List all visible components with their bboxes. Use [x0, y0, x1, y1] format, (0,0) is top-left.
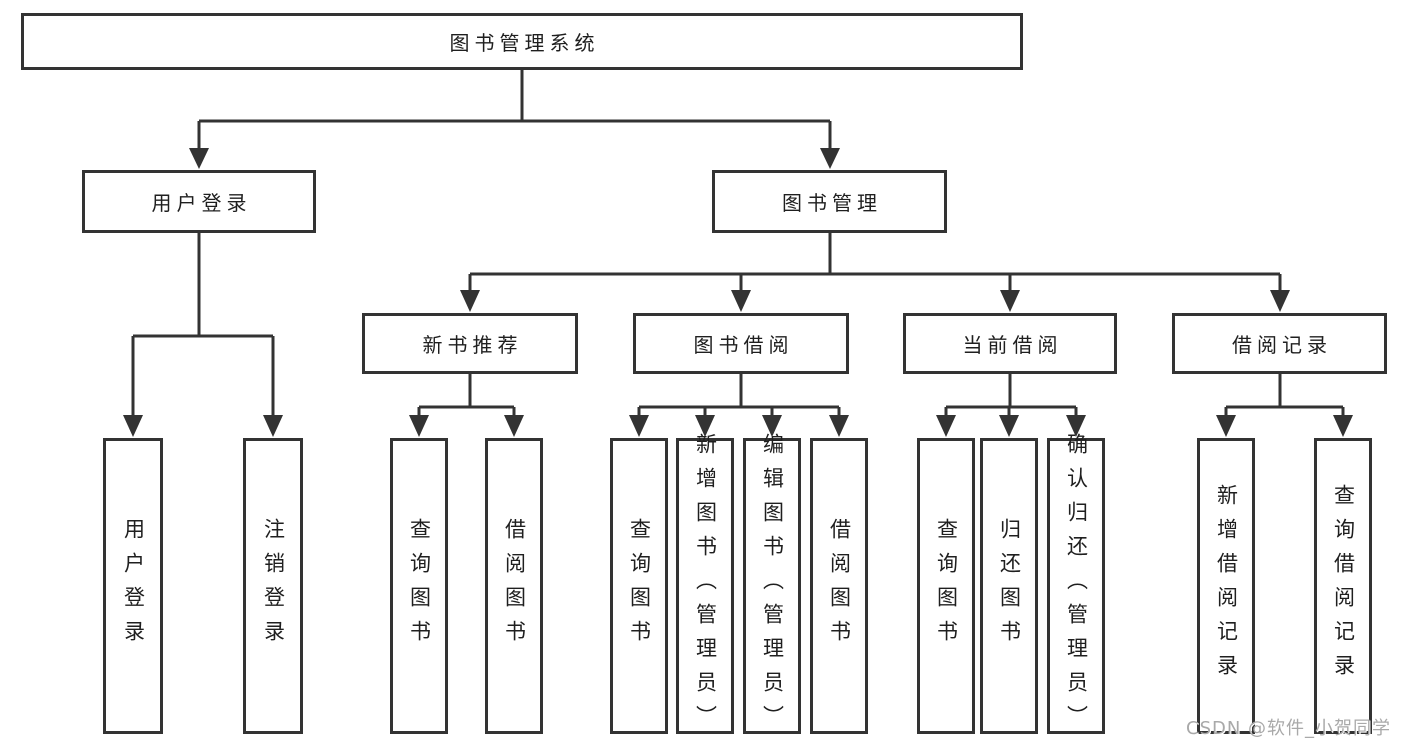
- node-user-login: 用户登录: [82, 170, 316, 233]
- leaf-return-books-label: 归还图书: [997, 518, 1022, 654]
- leaf-query-borrow-record-label: 查询借阅记录: [1331, 484, 1356, 688]
- node-book-borrow: 图书借阅: [633, 313, 849, 374]
- leaf-edit-books-admin-label: 编辑图书（管理员）: [760, 433, 785, 739]
- leaf-current-query-books-label: 查询图书: [934, 518, 959, 654]
- leaf-borrow-query-books: 查询图书: [610, 438, 668, 734]
- node-new-book-recommend-label: 新书推荐: [422, 333, 523, 357]
- leaf-borrow-books: 借阅图书: [810, 438, 868, 734]
- leaf-logout-label: 注销登录: [261, 518, 286, 654]
- node-current-borrow-label: 当前借阅: [962, 333, 1063, 357]
- node-book-management: 图书管理: [712, 170, 947, 233]
- node-book-borrow-label: 图书借阅: [693, 333, 794, 357]
- node-new-book-recommend: 新书推荐: [362, 313, 578, 374]
- leaf-query-borrow-record: 查询借阅记录: [1314, 438, 1372, 734]
- node-current-borrow: 当前借阅: [903, 313, 1117, 374]
- leaf-return-books: 归还图书: [980, 438, 1038, 734]
- leaf-current-query-books: 查询图书: [917, 438, 975, 734]
- leaf-add-books-admin-label: 新增图书（管理员）: [693, 433, 718, 739]
- leaf-user-login: 用户登录: [103, 438, 163, 734]
- leaf-edit-books-admin: 编辑图书（管理员）: [743, 433, 801, 739]
- node-book-management-label: 图书管理: [782, 191, 882, 215]
- leaf-newbook-borrow-books-label: 借阅图书: [502, 518, 527, 654]
- node-root: 图书管理系统: [21, 13, 1023, 70]
- leaf-newbook-query-books-label: 查询图书: [407, 518, 432, 654]
- leaf-add-borrow-record: 新增借阅记录: [1197, 438, 1255, 734]
- leaf-confirm-return-admin: 确认归还（管理员）: [1047, 433, 1105, 739]
- leaf-confirm-return-admin-label: 确认归还（管理员）: [1064, 433, 1089, 739]
- leaf-newbook-query-books: 查询图书: [390, 438, 448, 734]
- csdn-watermark: CSDN @软件_小贺同学: [1186, 718, 1392, 739]
- leaf-user-login-label: 用户登录: [121, 518, 146, 654]
- leaf-borrow-query-books-label: 查询图书: [627, 518, 652, 654]
- leaf-add-books-admin: 新增图书（管理员）: [676, 433, 734, 739]
- leaf-add-borrow-record-label: 新增借阅记录: [1214, 484, 1239, 688]
- node-borrow-records-label: 借阅记录: [1232, 333, 1332, 357]
- leaf-logout: 注销登录: [243, 438, 303, 734]
- node-root-label: 图书管理系统: [449, 31, 600, 55]
- node-borrow-records: 借阅记录: [1172, 313, 1387, 374]
- node-user-login-label: 用户登录: [151, 191, 252, 215]
- leaf-borrow-books-label: 借阅图书: [827, 518, 852, 654]
- leaf-newbook-borrow-books: 借阅图书: [485, 438, 543, 734]
